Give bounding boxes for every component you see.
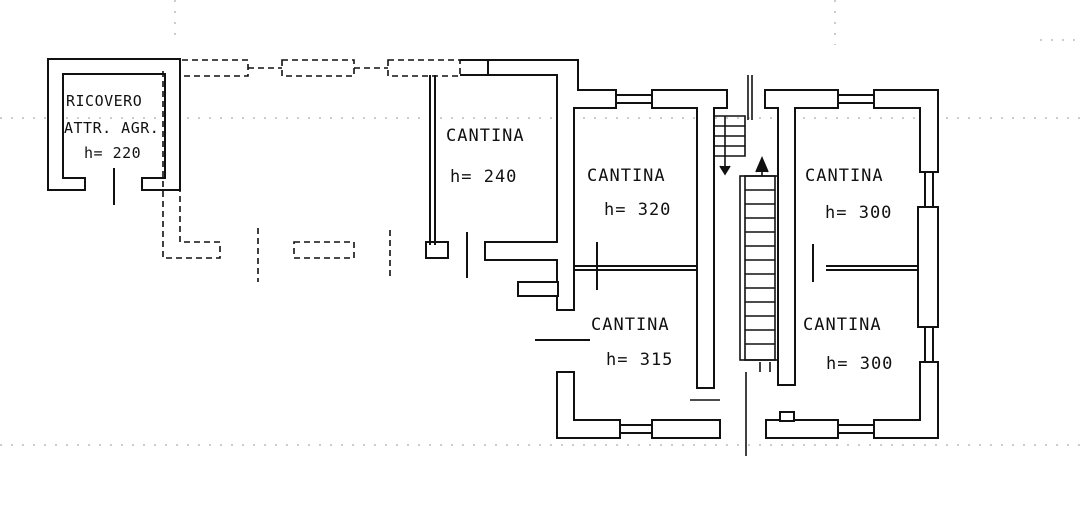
stair-core [690,75,781,456]
cantina-d-label: CANTINA [805,166,884,186]
ricovero-label-line2: ATTR. AGR. [64,119,159,137]
cantina-e-label: CANTINA [803,315,882,335]
cantina-a-walls [425,59,617,311]
cantina-bc-walls [556,89,728,439]
cantina-a-label: CANTINA [446,126,525,146]
cantina-bc-inner-walls [535,94,697,434]
cantina-d-height: h= 300 [825,203,892,223]
cantina-de-walls [764,89,939,439]
cantina-b-label: CANTINA [587,166,666,186]
cantina-e-height: h= 300 [826,354,893,374]
cantina-de-inner-walls [812,94,934,434]
cantina-c-height: h= 315 [606,350,673,370]
cantina-c-label: CANTINA [591,315,670,335]
dashed-portico [162,59,461,282]
ricovero-label-line1: RICOVERO [66,92,142,110]
cantina-b-height: h= 320 [604,200,671,220]
ricovero-height: h= 220 [84,144,141,162]
room-labels: RICOVERO ATTR. AGR. h= 220 CANTINA h= 24… [64,92,893,374]
cantina-a-inner-walls [429,59,488,278]
construction-lines [0,0,1081,446]
cantina-a-height: h= 240 [450,167,517,187]
